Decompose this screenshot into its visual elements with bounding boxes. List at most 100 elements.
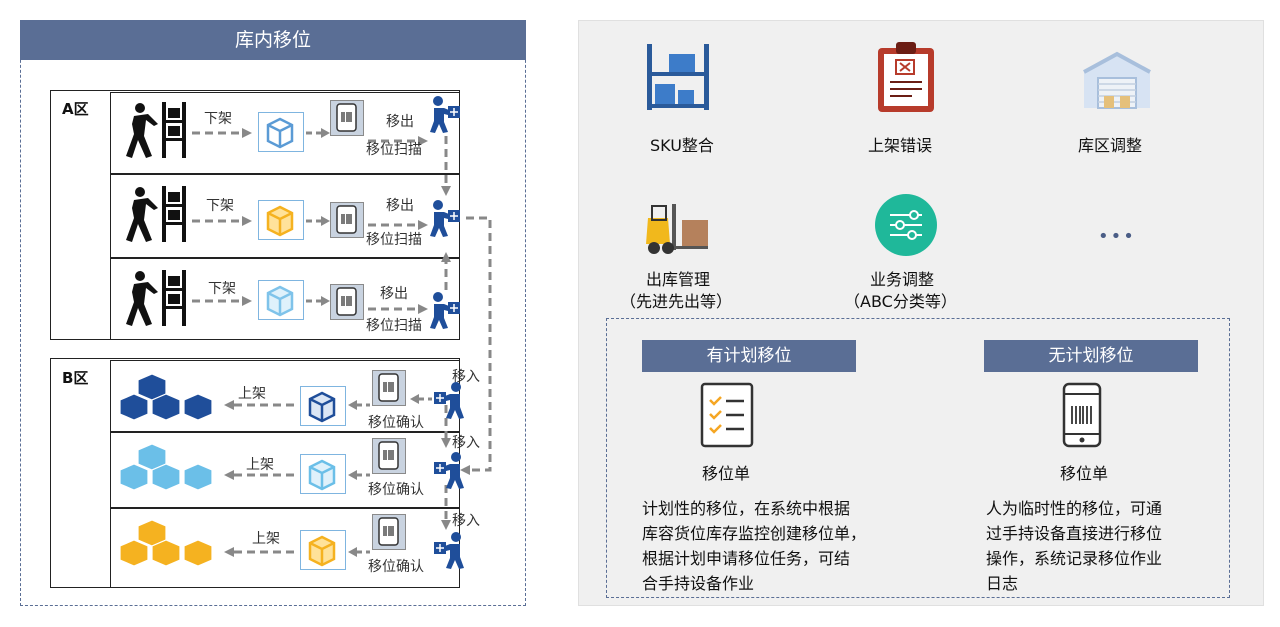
description-line: 过手持设备直接进行移位 — [986, 524, 1163, 543]
confirm-label: 移位确认 — [368, 559, 424, 575]
scan-label: 移位扫描 — [366, 318, 422, 334]
worker-picking-icon — [126, 270, 186, 326]
action-label: 上架 — [246, 457, 274, 473]
arrow-right — [368, 136, 428, 146]
scenario-sublabel: （ABC分类等） — [844, 292, 957, 311]
scenario-label: 上架错误 — [868, 136, 933, 155]
scan-label: 移位扫描 — [366, 232, 422, 248]
arrow-left — [348, 400, 370, 410]
document-label: 移位单 — [1060, 464, 1109, 483]
zone-a-label: A区 — [62, 100, 89, 118]
package-icon — [308, 535, 336, 567]
barcode-phone-icon — [1062, 382, 1102, 448]
package-icon — [266, 117, 294, 149]
arrow-right — [368, 304, 428, 314]
worker-carrying-icon — [434, 452, 464, 489]
arrow-left — [348, 547, 370, 557]
scanner-device — [372, 438, 406, 474]
zone-b-label: B区 — [62, 369, 89, 387]
scenario-label: 业务调整 — [870, 270, 935, 289]
more-icon: ••• — [1098, 226, 1136, 247]
confirm-label: 移位确认 — [368, 482, 424, 498]
move-in-label: 移入 — [452, 369, 480, 385]
worker-carrying-icon — [430, 292, 460, 329]
flow-connector — [441, 136, 492, 530]
scanner-device — [372, 514, 406, 550]
arrow-right — [306, 296, 330, 306]
planned-move-tag: 有计划移位 — [642, 340, 856, 372]
document-label: 移位单 — [702, 464, 751, 483]
scenario-label: 库区调整 — [1078, 136, 1143, 155]
scan-label: 移位扫描 — [366, 142, 422, 158]
planned-move-description: 计划性的移位，在系统中根据 库容货位库存监控创建移位单， 根据计划申请移位任务，… — [642, 496, 922, 596]
package-icon — [266, 205, 294, 237]
worker-carrying-icon — [430, 96, 460, 133]
scenario-panel — [578, 20, 1264, 606]
barcode-phone-icon — [336, 205, 357, 234]
action-label: 下架 — [204, 111, 232, 127]
action-label: 下架 — [208, 281, 236, 297]
barcode-phone-icon — [378, 517, 399, 546]
shelf-icon — [647, 44, 709, 110]
scenario-label: 出库管理 — [646, 270, 711, 289]
stacked-boxes-icon — [120, 443, 212, 491]
package-box — [300, 386, 346, 426]
arrow-left — [224, 400, 298, 410]
move-out-label: 移出 — [380, 286, 408, 302]
worker-picking-icon — [126, 102, 186, 158]
package-box — [300, 454, 346, 494]
package-box — [300, 530, 346, 570]
arrow-left — [224, 470, 298, 480]
sliders-icon — [875, 194, 937, 256]
worker-carrying-icon — [434, 532, 464, 569]
arrow-right — [192, 296, 252, 306]
forklift-icon — [646, 204, 708, 254]
move-in-label: 移入 — [452, 435, 480, 451]
worker-carrying-icon — [430, 200, 460, 237]
move-in-label: 移入 — [452, 513, 480, 529]
scenario-sublabel: （先进先出等） — [620, 292, 733, 311]
package-box — [258, 112, 304, 152]
unplanned-move-description: 人为临时性的移位，可通 过手持设备直接进行移位 操作，系统记录移位作业 日志 — [986, 496, 1216, 596]
warehouse-icon — [1083, 51, 1151, 109]
scanner-device — [330, 202, 364, 238]
worker-picking-icon — [126, 186, 186, 242]
arrow-right — [306, 128, 330, 138]
panel-title: 库内移位 — [20, 20, 526, 60]
move-type-frame — [606, 318, 1230, 598]
arrow-right — [368, 220, 428, 230]
description-line: 操作，系统记录移位作业 — [986, 549, 1163, 568]
worker-carrying-icon — [434, 382, 464, 419]
action-label: 上架 — [238, 386, 266, 402]
confirm-label: 移位确认 — [368, 415, 424, 431]
description-line: 计划性的移位，在系统中根据 — [642, 499, 851, 518]
barcode-phone-icon — [378, 373, 399, 402]
description-line: 根据计划申请移位任务，可结 — [642, 549, 851, 568]
package-box — [258, 280, 304, 320]
barcode-phone-icon — [336, 287, 357, 316]
package-icon — [266, 285, 294, 317]
description-line: 合手持设备作业 — [642, 574, 755, 593]
checklist-icon — [700, 382, 754, 448]
arrow-left — [410, 394, 432, 404]
package-box — [258, 200, 304, 240]
package-icon — [308, 391, 336, 423]
description-line: 日志 — [986, 574, 1019, 593]
package-icon — [308, 459, 336, 491]
arrow-left — [224, 547, 298, 557]
barcode-phone-icon — [378, 441, 399, 470]
unplanned-move-tag: 无计划移位 — [984, 340, 1198, 372]
barcode-phone-icon — [336, 103, 357, 132]
arrow-right — [306, 216, 330, 226]
action-label: 下架 — [206, 198, 234, 214]
arrow-right — [192, 128, 252, 138]
clipboard-error-icon — [878, 42, 934, 112]
scanner-device — [330, 100, 364, 136]
action-label: 上架 — [252, 531, 280, 547]
scanner-device — [372, 370, 406, 406]
move-out-label: 移出 — [386, 198, 414, 214]
arrow-right — [192, 216, 252, 226]
scanner-device — [330, 284, 364, 320]
description-line: 人为临时性的移位，可通 — [986, 499, 1163, 518]
description-line: 库容货位库存监控创建移位单， — [642, 524, 867, 543]
